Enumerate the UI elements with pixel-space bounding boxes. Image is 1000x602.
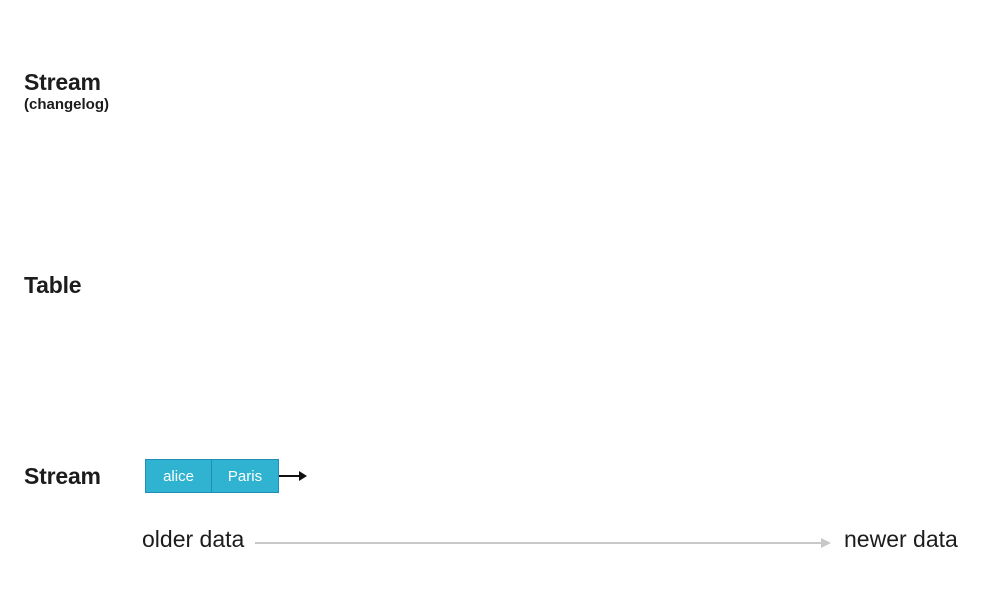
stream-flow-arrow-icon <box>279 471 307 481</box>
stream-record: alice Paris <box>145 459 279 493</box>
timeline-arrow-icon <box>255 538 831 548</box>
row-sublabel-changelog: (changelog) <box>24 96 109 113</box>
row-label-table: Table <box>24 272 82 298</box>
row-label-stream-changelog: Stream <box>24 69 101 95</box>
timeline-older-label: older data <box>142 526 245 552</box>
record-value: Paris <box>227 467 263 485</box>
record-key: alice <box>146 460 212 492</box>
timeline-newer-label: newer data <box>844 526 958 552</box>
row-label-stream: Stream <box>24 463 101 489</box>
